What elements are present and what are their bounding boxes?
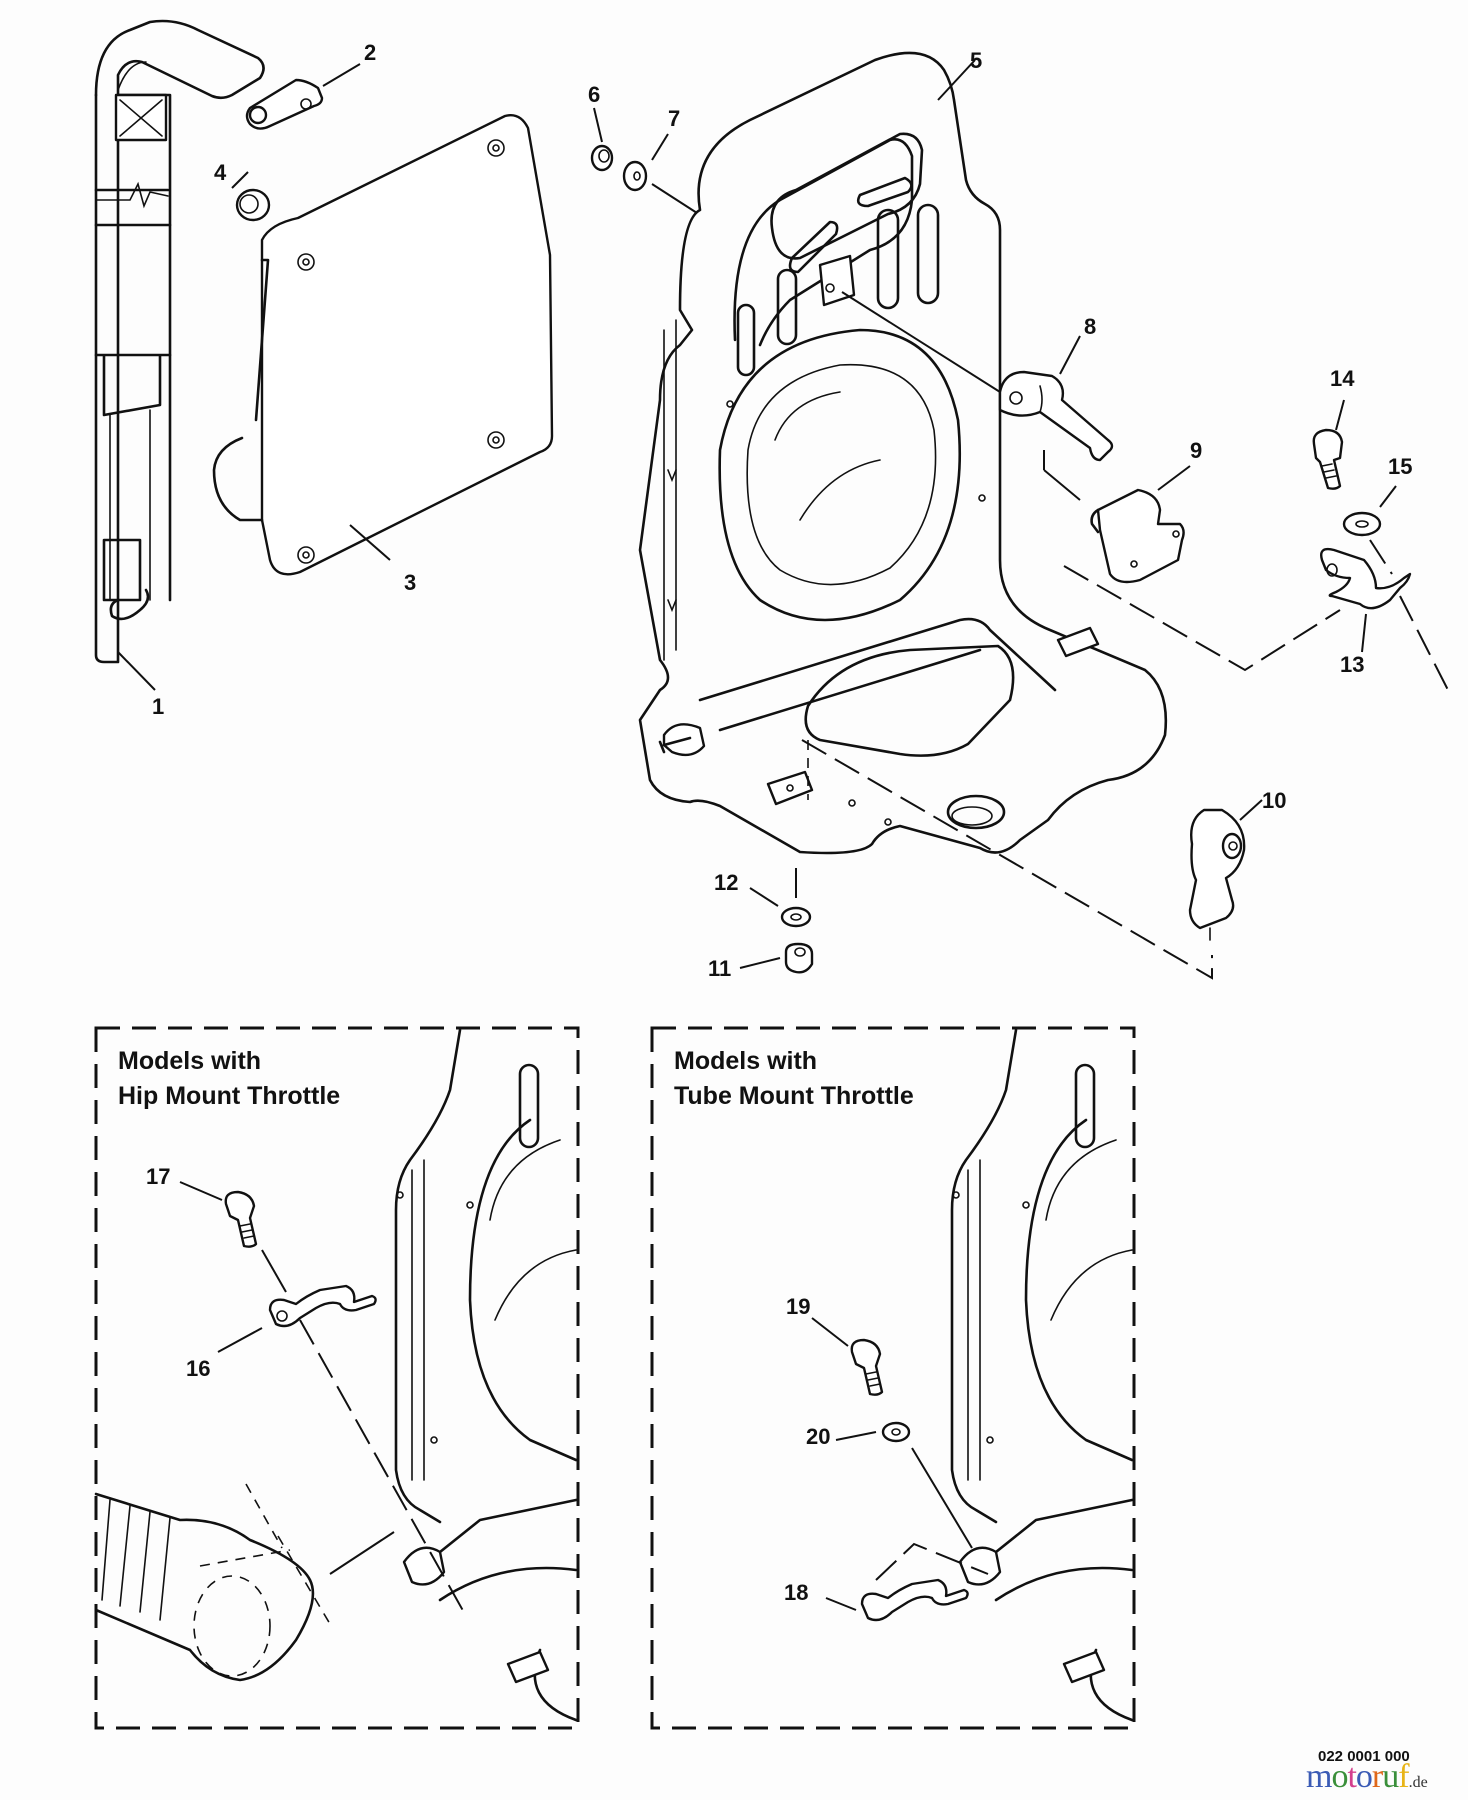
part-16-clamp [217,1284,377,1353]
part-14-screw [1312,399,1345,490]
callout-14: 14 [1330,366,1355,391]
watermark-letter: u [1382,1758,1399,1795]
callout-6: 6 [588,82,601,107]
watermark-logo: motoruf.de [1306,1760,1428,1794]
callout-8: 8 [1084,314,1097,339]
callout-2: 2 [364,40,377,65]
part-13-clamp [1320,547,1412,653]
part-12-washer [749,868,812,928]
callout-12: 12 [714,870,739,895]
part-6-nut [590,107,614,172]
callout-3: 3 [404,570,417,595]
watermark-letter: m [1306,1758,1332,1795]
part-20-washer [835,1421,973,1549]
assembly-lines [801,539,1449,980]
watermark-letter: t [1347,1758,1357,1795]
part-4-grommet [231,171,271,222]
watermark-suffix: .de [1408,1774,1428,1791]
callout-7: 7 [668,106,681,131]
inset-hip-mount-box [94,1026,580,1730]
callout-15: 15 [1388,454,1413,479]
part-18-clamp [825,1542,989,1622]
watermark-letter: f [1398,1758,1409,1795]
part-17-bolt [179,1181,287,1293]
part-8-bracket [841,291,1114,462]
callout-11: 11 [708,956,732,981]
drawing-code: 022 0001 000 [1318,1748,1410,1765]
callout-17: 17 [146,1164,171,1189]
watermark-letter: o [1331,1758,1348,1795]
part-7-washer [622,133,698,214]
callout-5: 5 [970,48,983,73]
hip-inset-frame [394,1028,578,1722]
callout-19: 19 [786,1294,811,1319]
callout-9: 9 [1190,438,1203,463]
callout-20: 20 [806,1424,831,1449]
callout-10: 10 [1262,788,1287,813]
hip-throttle-tube [94,1319,467,1682]
watermark-letter: o [1355,1758,1373,1795]
callout-1: 1 [152,694,165,719]
part-19-bolt [811,1317,884,1396]
part-2-buckle [245,63,361,130]
callout-16: 16 [186,1356,211,1381]
tube-inset-frame [950,1028,1134,1722]
part-1-shoulder-strap [94,19,265,691]
inset-tube-mount-box [650,1026,1136,1730]
part-9-mount [1043,450,1191,584]
part-5-frame [638,51,1168,855]
callout-18: 18 [784,1580,809,1605]
part-15-washer [1342,485,1397,537]
callout-4: 4 [214,160,227,185]
watermark-letter: r [1371,1758,1383,1795]
callout-13: 13 [1340,652,1365,677]
part-11-flange-nut [739,942,814,974]
part-10-anti-vibration-mount [1188,799,1263,941]
part-3-back-pad [212,114,554,576]
